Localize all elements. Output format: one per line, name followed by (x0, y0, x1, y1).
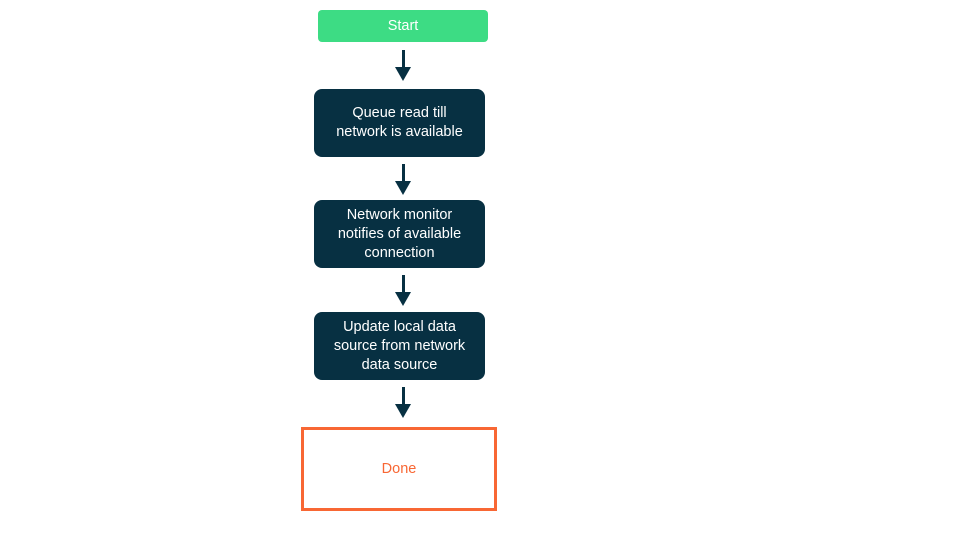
arrow-down-icon (395, 404, 411, 418)
arrow-down-icon (395, 67, 411, 81)
arrow-start-to-queue (395, 50, 411, 81)
arrow-monitor-to-update (395, 275, 411, 306)
arrow-update-to-done (395, 387, 411, 418)
arrow-down-icon (395, 292, 411, 306)
arrow-stem (401, 275, 405, 292)
arrow-stem (401, 387, 405, 404)
arrow-queue-to-monitor (395, 164, 411, 195)
arrow-down-icon (395, 181, 411, 195)
node-start: Start (318, 10, 488, 42)
node-queue-read: Queue read till network is available (314, 89, 485, 157)
arrow-stem (401, 50, 405, 67)
node-done: Done (301, 427, 497, 511)
arrow-stem (401, 164, 405, 181)
node-update-local-data: Update local data source from network da… (314, 312, 485, 380)
node-network-monitor: Network monitor notifies of available co… (314, 200, 485, 268)
